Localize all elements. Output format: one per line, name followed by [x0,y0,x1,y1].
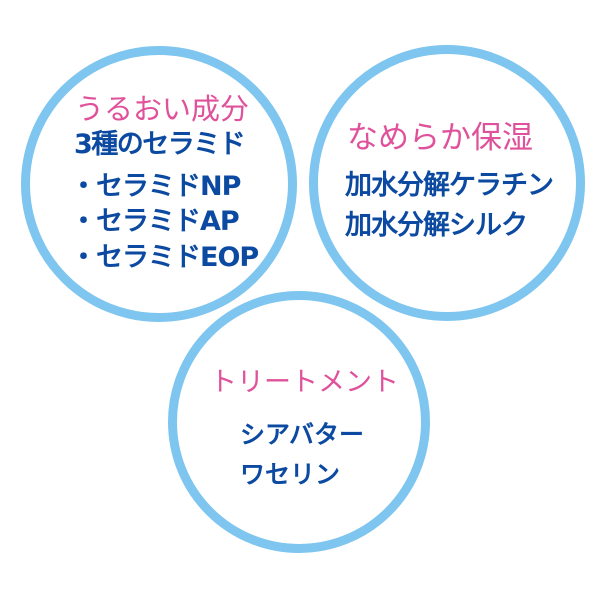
circle-treatment: トリートメント シアバター ワセリン [168,291,430,553]
item-vaseline: ワセリン [240,460,341,489]
item-shea-butter: シアバター [240,420,365,449]
item-ceramide-eop: ・セラミドEOP [70,242,259,273]
heading-treatment: トリートメント [210,367,399,398]
subheading-ceramide-types: 3種のセラミド [74,129,246,160]
circle-moisturizing-ingredients: うるおい成分 3種のセラミド ・セラミドNP ・セラミドAP ・セラミドEOP [21,46,297,322]
circle-smooth-moisture: なめらか保湿 加水分解ケラチン 加水分解シルク [309,45,585,321]
heading-moisturizing-ingredients: うるおい成分 [75,92,250,126]
item-hydrolyzed-silk: 加水分解シルク [345,210,528,241]
item-ceramide-ap: ・セラミドAP [70,206,240,237]
heading-smooth-moisture: なめらか保湿 [347,120,533,156]
item-ceramide-np: ・セラミドNP [70,171,241,202]
item-hydrolyzed-keratin: 加水分解ケラチン [345,170,554,201]
